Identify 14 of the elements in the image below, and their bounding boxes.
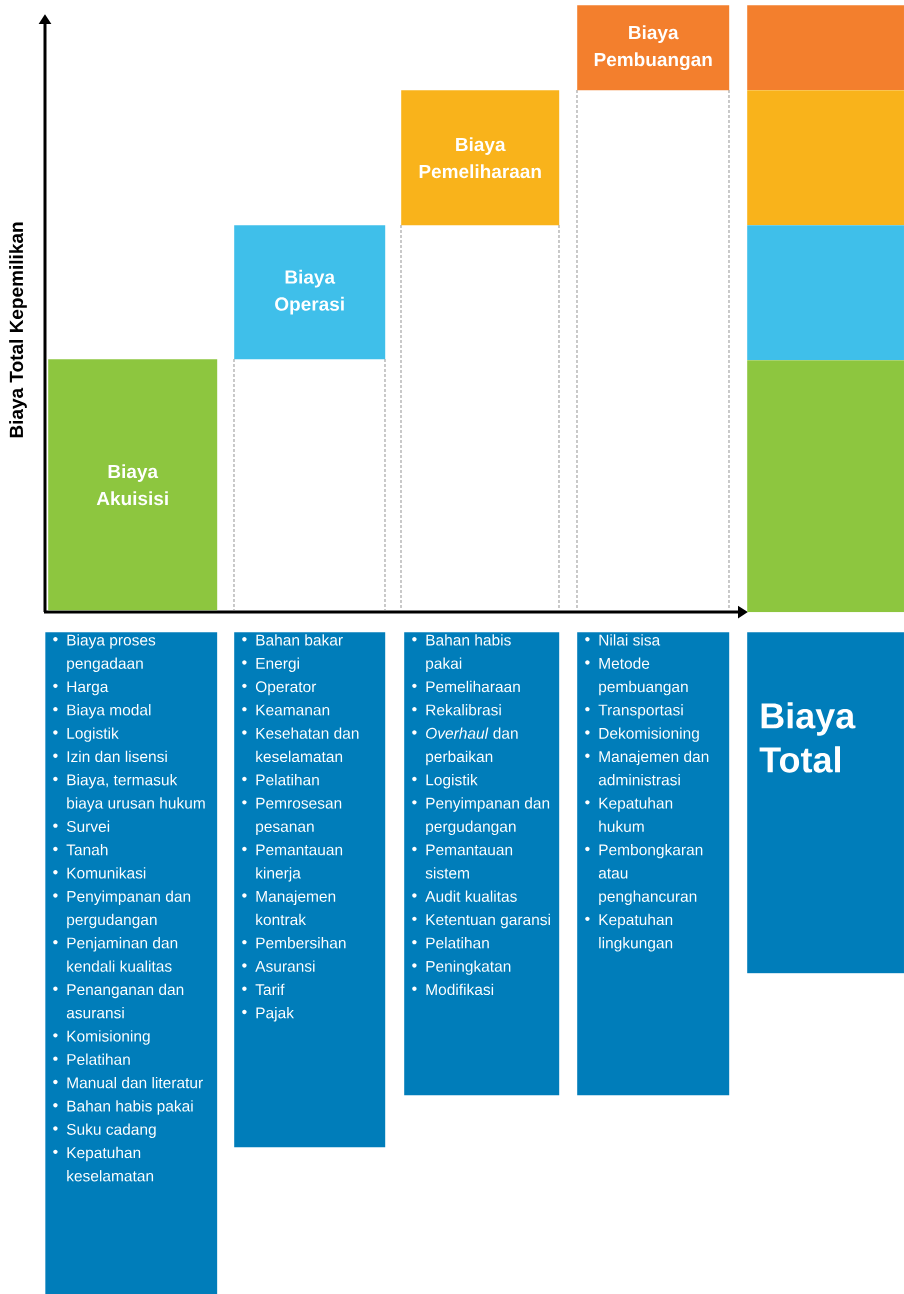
- total-cost-box: Biaya Total: [747, 632, 904, 974]
- stacked-bar-segment: [747, 90, 904, 226]
- cost-list-box: Bahan habis pakai Pemeliharaan Rekalibrasi Overhaul dan perbaikan Logistik Penyimpanan dan pergudangan Pemantauan sistem Audit kualitas Ketentuan garansi Pelatihan Peningkatan Modifikasi: [404, 632, 560, 1096]
- stacked-bar-segment: [747, 360, 904, 613]
- cost-list-box: Bahan bakar Energi Operator Keamanan Kesehatan dan keselamatan Pelatihan Pemrosesan pesanan Pemantauan kinerja Manajemen kontrak Pembersihan Asuransi Tarif Pajak: [234, 632, 386, 1148]
- cost-list-box: Biaya proses pengadaan Harga Biaya modal Logistik Izin dan lisensi Biaya, termasuk biaya urusan hukum Survei Tanah Komunikasi Penyimpanan dan pergudangan Penjaminan dan kendali kualitas Penanganan dan asuransi Komisioning Pelatihan Manual dan literatur Bahan habis pakai Suku cadang Kepatuhan keselamatan: [45, 632, 218, 1294]
- cost-category-box: Biaya Pemeliharaan: [401, 90, 560, 226]
- stacked-bar-segment: [747, 225, 904, 361]
- stacked-bar-segment: [747, 5, 904, 91]
- cost-category-box: Biaya Pembuangan: [577, 5, 730, 91]
- cost-category-box: Biaya Akuisisi: [48, 359, 218, 611]
- cost-list-box: Nilai sisa Metode pembuangan Transportasi Dekomisioning Manajemen dan administrasi Kepatuhan hukum Pembongkaran atau penghancuran Kepatuhan lingkungan: [577, 632, 730, 1096]
- axis-title: Biaya Total Kepemilikan: [9, 222, 27, 438]
- cost-category-box: Biaya Operasi: [234, 225, 386, 360]
